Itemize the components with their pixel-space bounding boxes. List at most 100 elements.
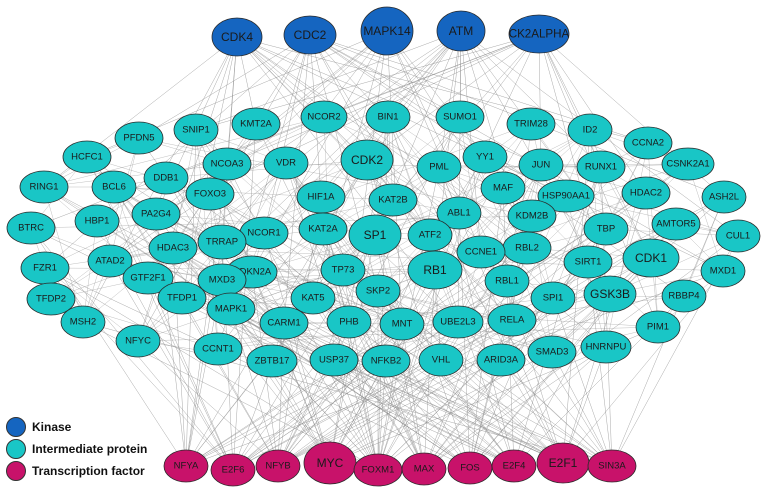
node-ccna2: CCNA2 xyxy=(623,126,673,160)
edge xyxy=(687,163,724,272)
node-ellipse xyxy=(621,176,671,210)
node-label: TP73 xyxy=(332,265,355,276)
edge xyxy=(138,137,379,471)
node-label: CDK4 xyxy=(221,30,253,44)
node-hdac2: HDAC2 xyxy=(621,176,671,210)
node-ellipse xyxy=(436,196,482,230)
node-abl1: ABL1 xyxy=(436,196,482,230)
node-nfyb: NFYB xyxy=(255,449,301,483)
edge xyxy=(312,234,431,299)
node-snip1: SNIP1 xyxy=(173,113,219,147)
node-sirt1: SIRT1 xyxy=(563,245,613,279)
node-label: BIN1 xyxy=(377,112,398,123)
node-ellipse xyxy=(416,150,462,184)
edge xyxy=(530,123,607,230)
node-ellipse xyxy=(491,449,537,483)
edge xyxy=(513,166,602,467)
edge xyxy=(387,116,564,464)
node-maf: MAF xyxy=(480,171,526,205)
node-ellipse xyxy=(122,261,174,295)
node-jun: JUN xyxy=(518,148,564,182)
node-label: ATF2 xyxy=(419,230,442,241)
node-gtf2f1: GTF2F1 xyxy=(122,261,174,295)
edge xyxy=(423,346,607,470)
node-label: FOS xyxy=(460,463,480,474)
node-label: MAPK1 xyxy=(215,304,247,315)
node-cdk4: CDK4 xyxy=(211,17,263,57)
edge xyxy=(277,293,611,467)
edge xyxy=(155,213,324,230)
node-label: E2F1 xyxy=(549,456,578,470)
node-label: CK2ALPHA xyxy=(509,28,570,41)
node-ellipse xyxy=(114,121,164,155)
node-kat5: KAT5 xyxy=(290,281,336,315)
node-ellipse xyxy=(326,305,372,339)
node-usp37: USP37 xyxy=(309,343,359,377)
node-zbtb17: ZBTB17 xyxy=(246,344,298,378)
edge xyxy=(226,33,540,165)
node-ellipse xyxy=(290,281,336,315)
node-label: CDK1 xyxy=(635,251,667,265)
node-ellipse xyxy=(246,344,298,378)
node-ellipse xyxy=(348,214,402,256)
node-ellipse xyxy=(432,305,484,339)
node-ellipse xyxy=(456,235,506,269)
edge xyxy=(552,297,613,467)
node-ellipse xyxy=(193,332,243,366)
edge xyxy=(551,351,613,467)
node-ddb1: DDB1 xyxy=(143,161,189,195)
node-mapk1: MAPK1 xyxy=(206,292,256,326)
node-sin3a: SIN3A xyxy=(587,449,637,483)
node-ellipse xyxy=(563,245,613,279)
edge xyxy=(277,163,689,467)
node-pa2g4: PA2G4 xyxy=(131,197,181,231)
node-label: TRRAP xyxy=(206,237,238,248)
node-label: NCOA3 xyxy=(211,159,244,170)
legend-item-intermediate-protein: Intermediate protein xyxy=(6,438,147,460)
node-hnrnpu: HNRNPU xyxy=(580,330,632,364)
node-ellipse xyxy=(131,197,181,231)
node-fos: FOS xyxy=(447,451,493,485)
edge xyxy=(185,323,403,467)
node-ellipse xyxy=(298,212,348,246)
node-label: RELA xyxy=(500,315,525,326)
node-smad3: SMAD3 xyxy=(527,335,577,369)
node-ellipse xyxy=(60,305,106,339)
node-label: ATAD2 xyxy=(95,256,124,267)
node-tfdp1: TFDP1 xyxy=(157,281,207,315)
node-label: PIM1 xyxy=(647,322,669,333)
node-tfdp2: TFDP2 xyxy=(26,282,76,316)
node-label: TFDP2 xyxy=(36,294,66,305)
node-label: ZBTB17 xyxy=(255,356,290,367)
node-label: VHL xyxy=(432,355,450,366)
node-id2: ID2 xyxy=(567,113,613,147)
node-label: GSK3B xyxy=(590,287,630,301)
node-sumo1: SUMO1 xyxy=(435,100,485,134)
legend-label: Kinase xyxy=(32,420,72,434)
node-label: SNIP1 xyxy=(182,125,209,136)
edge xyxy=(387,116,431,236)
node-ellipse xyxy=(360,6,414,56)
edge xyxy=(172,129,197,249)
node-ellipse xyxy=(87,244,133,278)
node-myc: MYC xyxy=(303,441,357,485)
edge xyxy=(438,33,540,168)
node-ellipse xyxy=(527,335,577,369)
edge xyxy=(43,186,84,323)
legend: Kinase Intermediate protein Transcriptio… xyxy=(6,416,147,482)
edge xyxy=(43,163,228,188)
node-ellipse xyxy=(715,219,761,253)
node-ncor1: NCOR1 xyxy=(239,216,289,250)
node-label: KAT5 xyxy=(301,293,324,304)
node-label: KAT2B xyxy=(378,195,407,206)
node-ellipse xyxy=(480,171,526,205)
node-ellipse xyxy=(506,107,556,141)
edge xyxy=(221,36,238,243)
edge xyxy=(385,360,515,467)
edge xyxy=(552,166,602,299)
node-label: MAX xyxy=(414,464,435,475)
edge xyxy=(181,297,515,467)
node-label: UBE2L3 xyxy=(440,317,475,328)
node-ellipse xyxy=(6,211,56,245)
